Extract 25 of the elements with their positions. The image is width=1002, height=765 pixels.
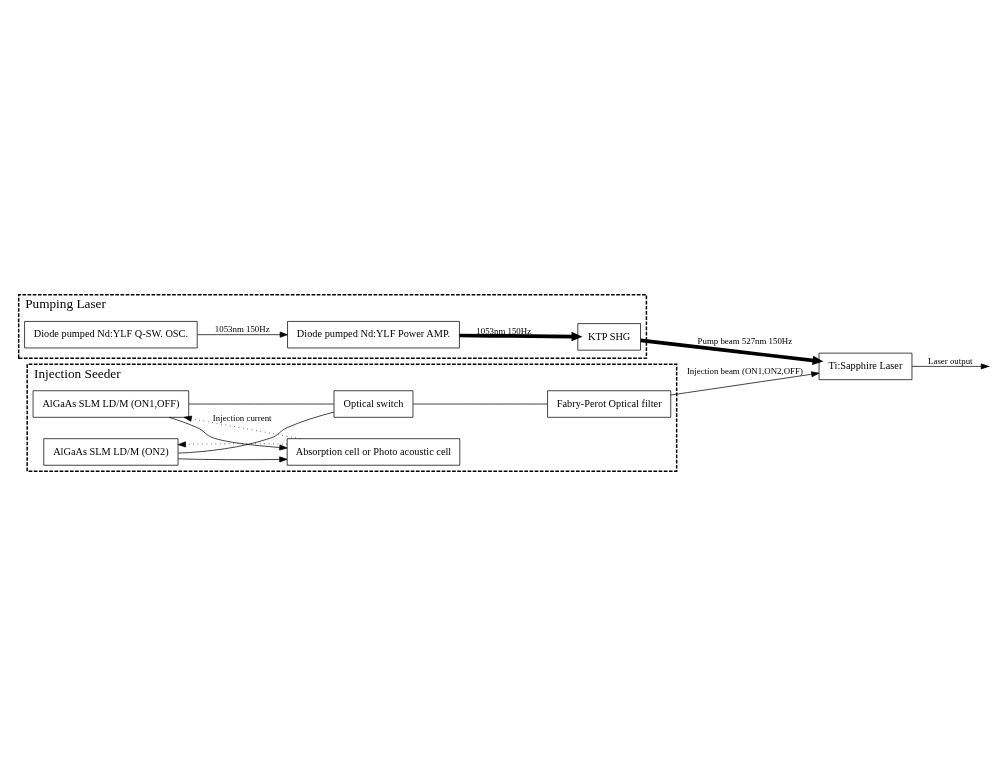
arrow xyxy=(670,370,820,395)
arrow xyxy=(459,331,583,341)
node-box: Diode pumped Nd:YLF Q-SW. OSC. xyxy=(24,320,198,348)
edge-label: Pump beam 527nm 150Hz xyxy=(697,335,793,346)
arrow xyxy=(640,338,824,365)
edge-label: Injection beam (ON1,ON2,OFF) xyxy=(686,365,803,376)
node-box: Fabry-Perot Optical filter xyxy=(547,389,672,418)
node-box: Ti:Sapphire Laser xyxy=(818,352,913,380)
node-box: KTP SHG xyxy=(577,322,641,351)
connector xyxy=(177,411,335,453)
arrow xyxy=(177,440,288,447)
node-box: AlGaAs SLM LD/M (ON2) xyxy=(43,437,179,466)
node-box: Absorption cell or Photo acoustic cell xyxy=(286,437,461,466)
edge-label: 1053nm 150Hz xyxy=(214,323,270,334)
connector xyxy=(412,403,548,404)
node-box: Optical switch xyxy=(333,389,414,418)
edge-label: Laser output xyxy=(928,355,973,366)
arrow xyxy=(183,415,301,439)
node-box: Diode pumped Nd:YLF Power AMP. xyxy=(287,320,460,348)
arrow xyxy=(197,331,288,338)
node-box: AlGaAs SLM LD/M (ON1,OFF) xyxy=(32,389,190,418)
arrow xyxy=(177,456,288,462)
edge-label: Injection current xyxy=(212,412,272,423)
arrow xyxy=(168,416,288,450)
edge-label: 1053nm 150Hz xyxy=(476,325,532,336)
